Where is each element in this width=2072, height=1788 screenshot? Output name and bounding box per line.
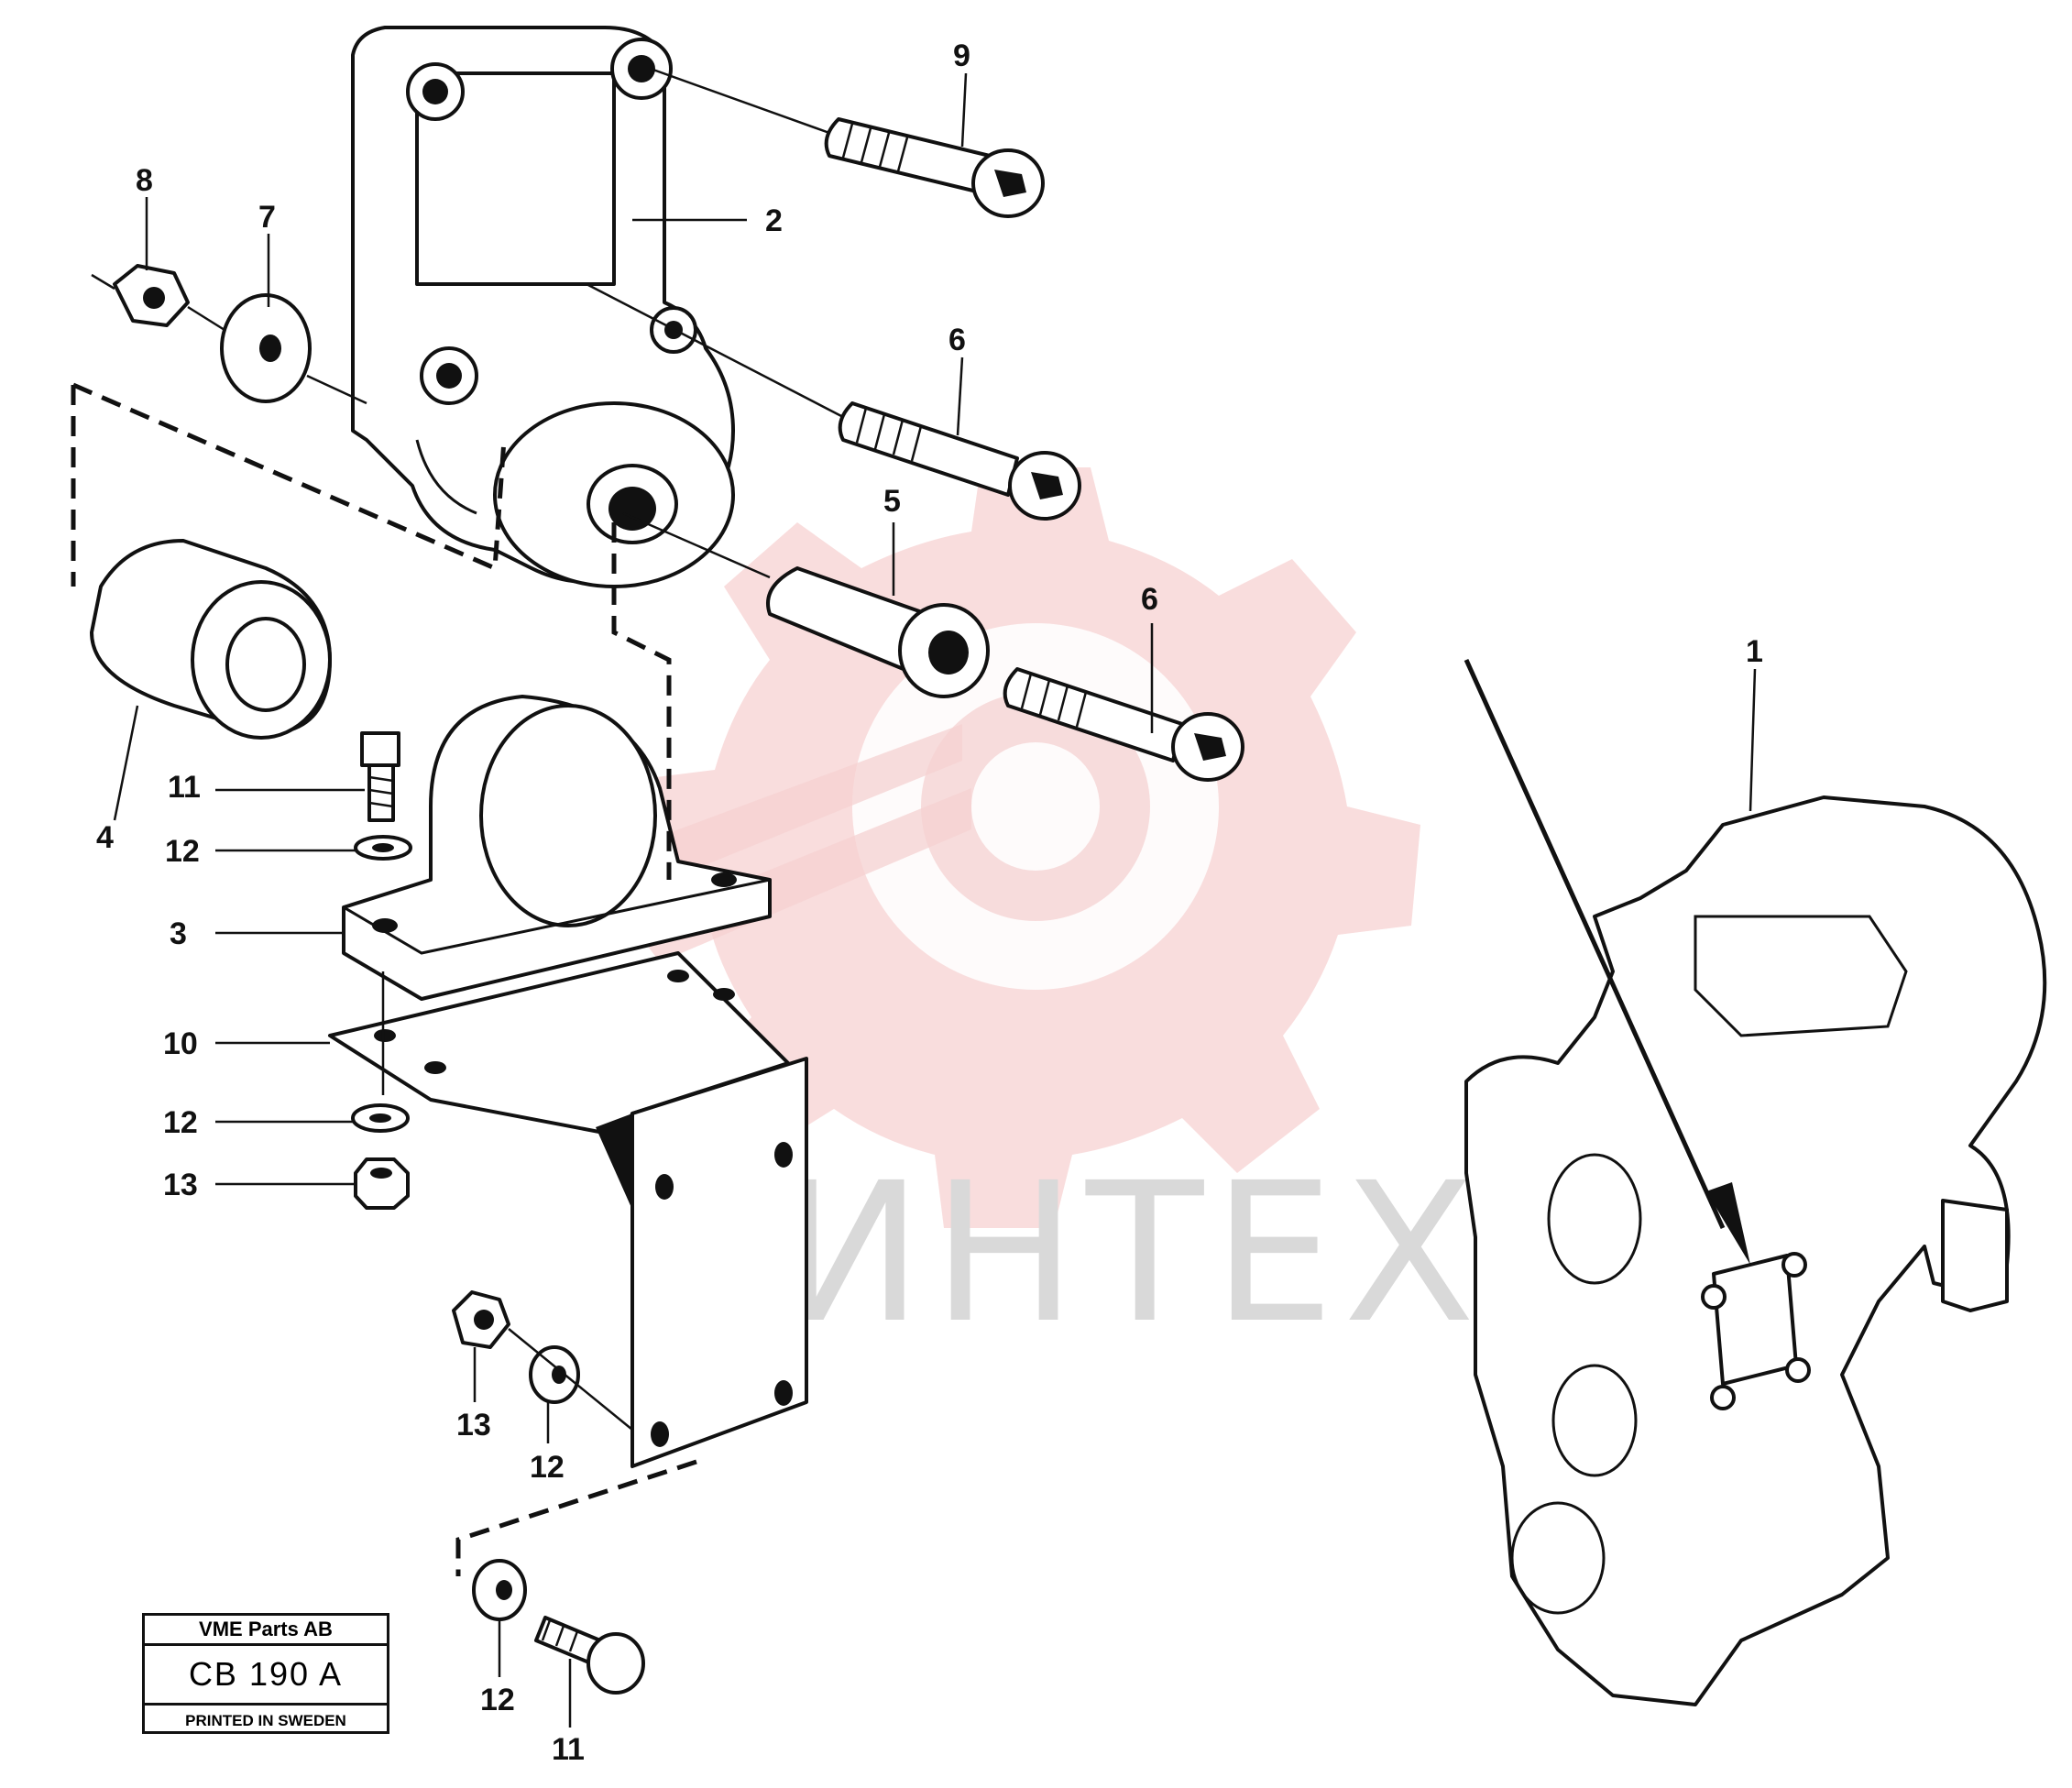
part-6-upper-screw — [586, 282, 1081, 521]
callout-6-upper: 6 — [948, 323, 966, 357]
callout-13-middle: 13 — [163, 1168, 198, 1202]
part-6-lower-screw — [1003, 667, 1244, 782]
part-12-middle-washer — [351, 1103, 410, 1133]
callout-4: 4 — [96, 820, 114, 855]
callout-12-middle: 12 — [163, 1105, 198, 1140]
part-12-bottom-washer — [472, 1559, 527, 1621]
callout-1: 1 — [1746, 634, 1763, 669]
callout-8: 8 — [136, 163, 153, 198]
part-9-screw — [650, 67, 1045, 218]
stamp-code: CB 190 A — [145, 1646, 387, 1706]
callout-leaders — [113, 72, 1757, 1728]
callout-5: 5 — [883, 484, 901, 519]
part-12-upper-washer — [354, 835, 412, 861]
part-13-lower-nut — [452, 1290, 510, 1349]
stamp-printed: PRINTED IN SWEDEN — [185, 1712, 346, 1729]
part-10-angle-bracket — [328, 951, 808, 1468]
callout-12-upper: 12 — [165, 834, 200, 869]
part-11-upper-bolt — [360, 731, 400, 822]
part-2-bracket — [351, 26, 735, 588]
watermark-text: ИНТЕХ — [779, 1141, 1485, 1366]
callout-10: 10 — [163, 1026, 198, 1061]
stamp-company: VME Parts AB — [145, 1616, 387, 1646]
part-4-bushing — [71, 382, 507, 740]
callout-12-lower: 12 — [530, 1450, 565, 1485]
vme-parts-stamp: VME Parts AB CB 190 A PRINTED IN SWEDEN — [142, 1613, 389, 1734]
callout-13-lower: 13 — [456, 1408, 491, 1442]
location-arrow — [1464, 658, 1726, 1230]
callout-12-bottom: 12 — [480, 1683, 515, 1717]
callout-11-bottom: 11 — [552, 1732, 585, 1767]
part-3-pillow-block — [342, 522, 772, 1001]
location-arrow-head — [1706, 1182, 1750, 1265]
part-12-lower-washer — [508, 1328, 633, 1431]
part-7-washer — [187, 293, 367, 405]
part-11-bottom-bolt — [534, 1616, 645, 1695]
part-8-nut — [91, 264, 190, 327]
callout-6-lower: 6 — [1141, 582, 1158, 617]
part-13-middle-nut — [354, 1157, 410, 1210]
callout-9: 9 — [953, 38, 970, 73]
part-5-spacer — [622, 511, 990, 698]
callout-11-upper: 11 — [168, 770, 201, 805]
callout-3: 3 — [170, 916, 187, 951]
part-1-gearbox — [1464, 795, 2047, 1706]
callout-7: 7 — [258, 200, 276, 235]
callout-2: 2 — [765, 203, 783, 238]
assembly-dash-line — [455, 1459, 697, 1576]
